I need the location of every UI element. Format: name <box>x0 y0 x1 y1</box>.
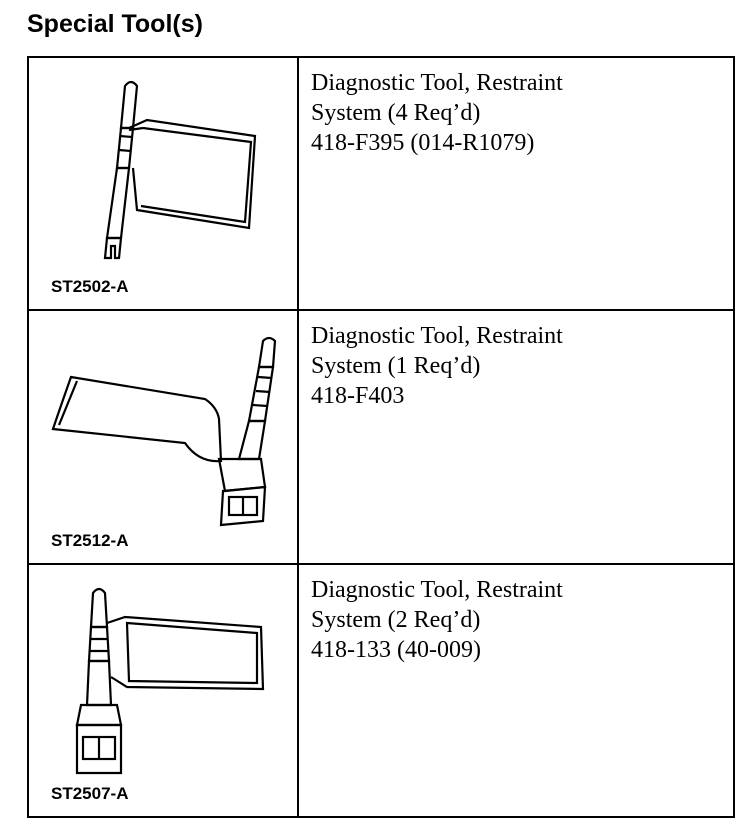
tool-code: ST2512-A <box>51 530 129 550</box>
tool-description-line: Diagnostic Tool, Restraint <box>311 70 563 96</box>
tool-description-line: Diagnostic Tool, Restraint <box>311 323 563 350</box>
table-row: ST2507-A Diagnostic Tool, Restraint Syst… <box>29 562 733 816</box>
table-row: ST2512-A Diagnostic Tool, Restraint Syst… <box>29 309 733 563</box>
tool-illustration-cell: ST2507-A <box>29 564 299 816</box>
restraint-diagnostic-tool-plug-icon <box>75 587 265 774</box>
tool-description: Diagnostic Tool, Restraint System (2 Req… <box>299 565 733 816</box>
tool-description-line: System (1 Req’d) <box>311 353 481 380</box>
tool-part-number: 418-F395 (014-R1079) <box>311 130 535 156</box>
special-tools-table: ST2502-A Diagnostic Tool, Restraint Syst… <box>27 56 735 818</box>
tool-description: Diagnostic Tool, Restraint System (4 Req… <box>299 58 733 309</box>
tool-description-line: Diagnostic Tool, Restraint <box>311 576 563 603</box>
tool-code: ST2502-A <box>51 277 129 297</box>
restraint-diagnostic-tool-icon <box>103 80 257 260</box>
tool-part-number: 418-133 (40-009) <box>311 636 481 663</box>
restraint-diagnostic-tool-connector-icon <box>51 337 277 527</box>
tool-part-number: 418-F403 <box>311 383 405 410</box>
tool-description: Diagnostic Tool, Restraint System (1 Req… <box>299 311 733 562</box>
table-row: ST2502-A Diagnostic Tool, Restraint Syst… <box>29 58 733 310</box>
tool-illustration-cell: ST2512-A <box>29 311 299 563</box>
tool-code: ST2507-A <box>51 783 129 803</box>
page-title: Special Tool(s) <box>27 10 203 38</box>
tool-description-line: System (2 Req’d) <box>311 606 481 633</box>
tool-illustration-cell: ST2502-A <box>29 58 299 310</box>
tool-description-line: System (4 Req’d) <box>311 100 481 126</box>
